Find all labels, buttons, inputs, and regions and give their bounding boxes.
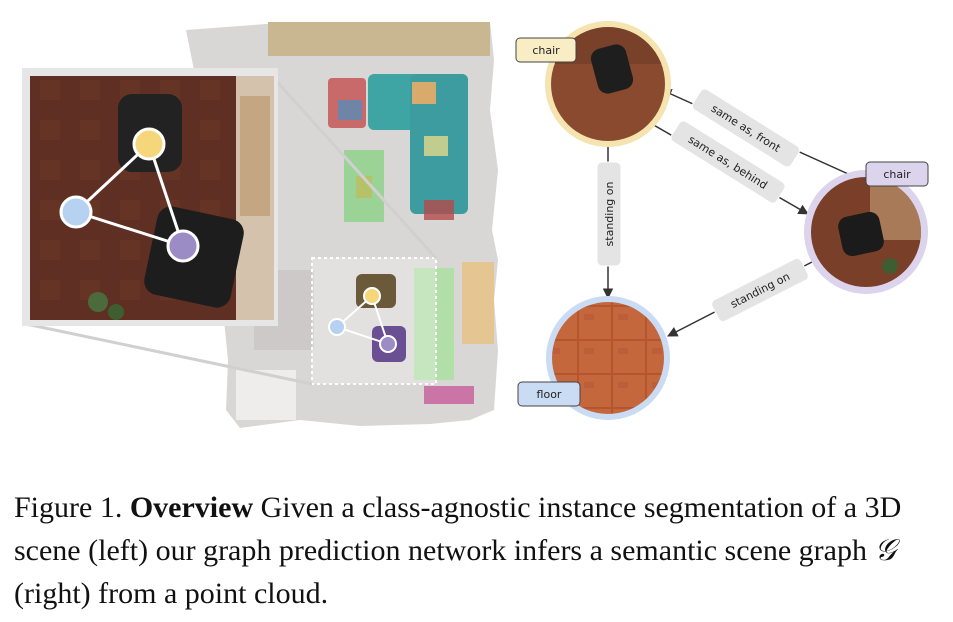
caption-prefix: Figure 1.	[14, 491, 123, 524]
shelf	[268, 22, 490, 56]
node-purple	[166, 229, 200, 263]
node-blue	[59, 195, 93, 229]
mini-node-blue	[328, 318, 346, 336]
caption-symbol: 𝒢	[874, 533, 896, 568]
edge-label-standing-on-left-text: standing on	[603, 182, 616, 247]
label-chair-top: chair	[515, 37, 577, 63]
caption-bold: Overview	[129, 491, 254, 524]
label-chair-top-text: chair	[532, 44, 560, 57]
zoom-inset	[22, 68, 278, 326]
mini-node-purple	[379, 335, 397, 353]
mini-node-yellow	[363, 287, 381, 305]
label-floor-text: floor	[537, 388, 562, 401]
label-chair-right-text: chair	[883, 168, 911, 181]
scene-graph: chair chair floor same as, front same as…	[515, 21, 929, 420]
overview-figure: chair chair floor same as, front same as…	[22, 21, 929, 428]
node-yellow	[132, 127, 166, 161]
edge-label-standing-on-right: standing on	[711, 257, 809, 323]
caption-text-1: Given a class-agnostic instance segmenta…	[14, 491, 902, 567]
zoom-connector-top	[268, 72, 438, 260]
label-floor: floor	[517, 381, 581, 407]
figure-caption: Figure 1. Overview Given a class-agnosti…	[14, 486, 944, 615]
edge-label-standing-on-left: standing on	[596, 161, 622, 267]
caption-text-2: (right) from a point cloud.	[14, 577, 329, 610]
label-chair-right: chair	[865, 161, 929, 187]
zoom-connector-bottom	[25, 322, 313, 386]
green-table-2	[414, 268, 454, 380]
side-shelf	[462, 262, 494, 344]
